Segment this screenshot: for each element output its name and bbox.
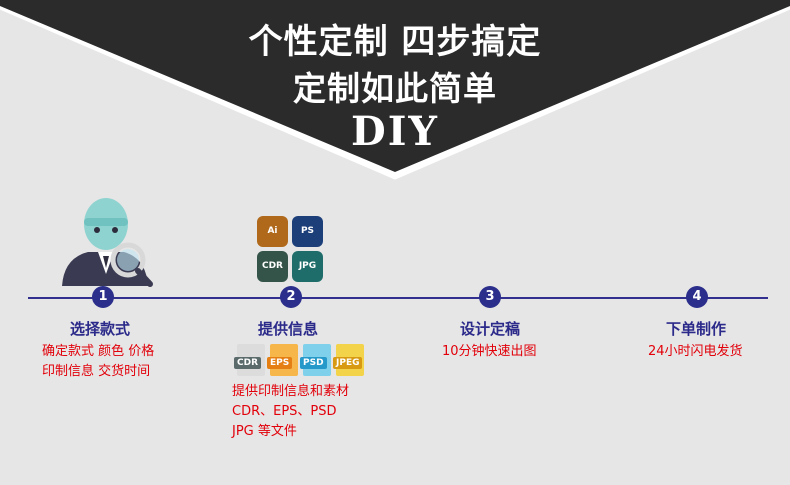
step-1-number: 1 — [92, 286, 114, 308]
psd-file-icon: PSD — [300, 344, 331, 376]
step-3-title: 设计定稿 — [460, 320, 521, 338]
headline-diy: DIY — [351, 108, 439, 155]
step-2-desc-line-1: 提供印制信息和素材 — [232, 384, 350, 399]
step-2-title: 提供信息 — [258, 320, 319, 338]
step-2-desc-line-2: CDR、EPS、PSD — [232, 404, 337, 419]
illustrator-icon: Ai — [257, 216, 288, 247]
step-4-title: 下单制作 — [666, 320, 727, 338]
step-1-desc-line-1: 确定款式 颜色 价格 — [42, 344, 155, 359]
jpg-app-icon: JPG — [292, 251, 323, 282]
coreldraw-icon: CDR — [257, 251, 288, 282]
eps-file-icon: EPS — [267, 344, 298, 376]
step-4-desc: 24小时闪电发货 — [648, 344, 743, 359]
design-apps-grid: Ai PS CDR JPG — [257, 216, 325, 284]
step-4-number: 4 — [686, 286, 708, 308]
step-3-desc: 10分钟快速出图 — [442, 344, 537, 359]
step-1-title: 选择款式 — [70, 320, 131, 338]
timeline-line — [28, 297, 768, 299]
headline-sub: 定制如此简单 — [293, 69, 497, 108]
photoshop-icon: PS — [292, 216, 323, 247]
step-1-desc-line-2: 印制信息 交货时间 — [42, 364, 151, 379]
headline-main: 个性定制 四步搞定 — [248, 22, 542, 62]
step-2-desc-line-3: JPG 等文件 — [232, 424, 297, 439]
cdr-file-icon: CDR — [234, 344, 265, 376]
jpeg-file-icon: JPEG — [333, 344, 364, 376]
person-search-icon — [62, 198, 153, 287]
step-3-number: 3 — [479, 286, 501, 308]
header-banner — [0, 0, 790, 200]
step-2-number: 2 — [280, 286, 302, 308]
file-type-icons: CDR EPS PSD JPEG — [232, 344, 367, 378]
